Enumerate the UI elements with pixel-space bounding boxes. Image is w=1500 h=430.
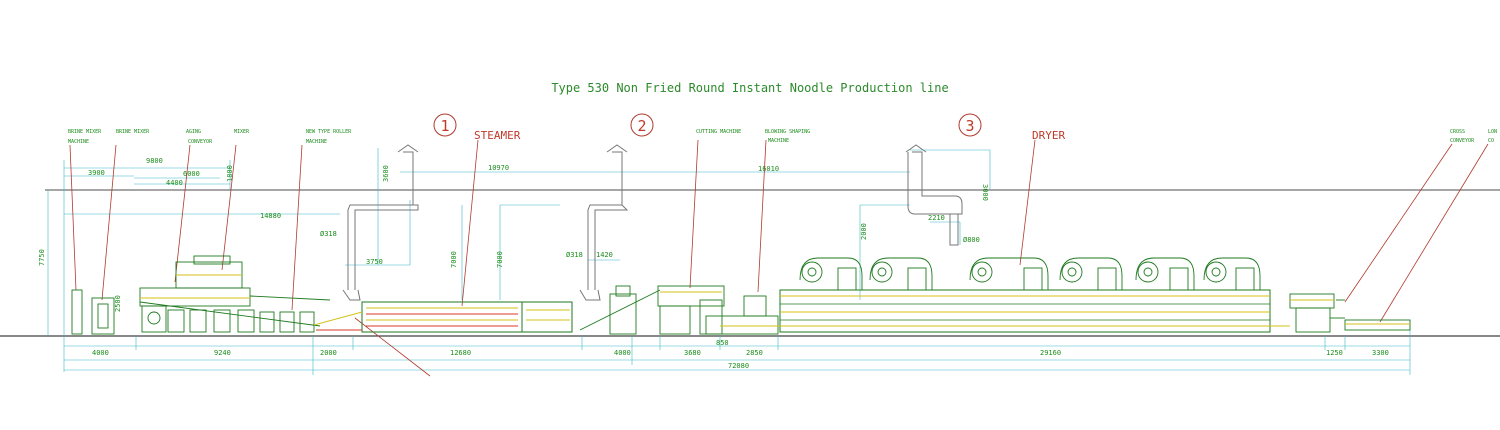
dim-b-9240: 9240	[214, 349, 231, 357]
dim-dia-318-a: Ø318	[320, 230, 337, 238]
dim-3900: 3900	[88, 169, 105, 177]
bottom-dimensions: 4000 9240 2000 12680 4000 3680 850 2850 …	[92, 339, 1389, 370]
dim-b-2850: 2850	[746, 349, 763, 357]
label-brine-mixer-1: BRINE MIXER	[68, 129, 102, 135]
label-brine-mixer-2: BRINE MIXER	[116, 129, 150, 135]
label-cross-sub: CONVEYOR	[1450, 138, 1475, 144]
dim-1420: 1420	[596, 251, 613, 259]
mixer-accents	[140, 274, 363, 326]
dim-dia-318-b: Ø318	[566, 251, 583, 259]
dim-b-4000: 4000	[92, 349, 109, 357]
label-cross: CROSS	[1450, 129, 1465, 135]
dim-b-72080: 72080	[728, 362, 749, 370]
top-dimensions: 3900 9800 4400 6000 1800 14880 3600 1097…	[38, 157, 989, 312]
exhaust-pipes	[342, 144, 963, 301]
label-brine-mixer-1-sub: MACHINE	[68, 139, 89, 145]
label-aging: AGING	[186, 129, 201, 135]
section-2-number: 2	[637, 117, 646, 135]
label-cutting: CUTTING MACHINE	[696, 129, 741, 135]
dryer-fans	[799, 257, 1261, 291]
label-blowing-sub: MACHINE	[768, 138, 789, 144]
dim-b-29160: 29160	[1040, 349, 1061, 357]
dim-3750: 3750	[366, 258, 383, 266]
dim-1800: 1800	[226, 165, 234, 182]
section-1: 1 STEAMER	[433, 113, 521, 142]
dryer-body	[720, 289, 1290, 333]
dim-16010: 16010	[758, 165, 779, 173]
label-roller: NEW TYPE ROLLER	[306, 129, 352, 135]
label-long: LON	[1488, 129, 1497, 135]
dim-b-850: 850	[716, 339, 729, 347]
dim-9800: 9800	[146, 157, 163, 165]
dim-b-3680: 3680	[684, 349, 701, 357]
dim-4400: 4400	[166, 179, 183, 187]
dim-3600: 3600	[382, 165, 390, 182]
leader-lines	[69, 139, 1489, 377]
label-mixer: MIXER	[234, 129, 250, 135]
section-1-label: STEAMER	[474, 129, 521, 142]
dim-2210: 2210	[928, 214, 945, 222]
section-1-number: 1	[440, 117, 449, 135]
label-roller-sub: MACHINE	[306, 139, 327, 145]
dim-7000-a: 7000	[450, 251, 458, 268]
section-3: 3 DRYER	[958, 113, 1065, 142]
dim-b-2000: 2000	[320, 349, 337, 357]
label-blowing: BLOWING SHAPING	[765, 129, 810, 135]
section-3-label: DRYER	[1032, 129, 1065, 142]
section-2: 2	[630, 113, 654, 137]
dim-2500: 2500	[114, 295, 122, 312]
dim-b-12680: 12680	[450, 349, 471, 357]
dim-b-1250: 1250	[1326, 349, 1343, 357]
dim-b-4000-2: 4000	[614, 349, 631, 357]
dim-7000-b: 7000	[496, 251, 504, 268]
dim-2000: 2000	[860, 223, 868, 240]
dim-7750: 7750	[38, 249, 46, 266]
dim-6000: 6000	[183, 170, 200, 178]
dimension-lines	[47, 148, 1411, 375]
steamer-body	[361, 301, 573, 333]
dim-14880: 14880	[260, 212, 281, 220]
cutting-and-shaping-machines	[579, 285, 779, 335]
dim-3000: 3000	[981, 184, 989, 201]
output-conveyors	[1289, 293, 1411, 333]
drawing-title: Type 530 Non Fried Round Instant Noodle …	[551, 81, 948, 95]
label-aging-sub: CONVEYOR	[188, 139, 213, 145]
section-3-number: 3	[965, 117, 974, 135]
machine-labels: BRINE MIXER MACHINE BRINE MIXER AGING CO…	[68, 129, 1497, 145]
label-long-sub: CO	[1488, 138, 1494, 144]
dim-dia-800: Ø800	[963, 236, 980, 244]
dim-b-3300: 3300	[1372, 349, 1389, 357]
dim-10970: 10970	[488, 164, 509, 172]
mixing-and-rolling-machines	[71, 255, 331, 335]
